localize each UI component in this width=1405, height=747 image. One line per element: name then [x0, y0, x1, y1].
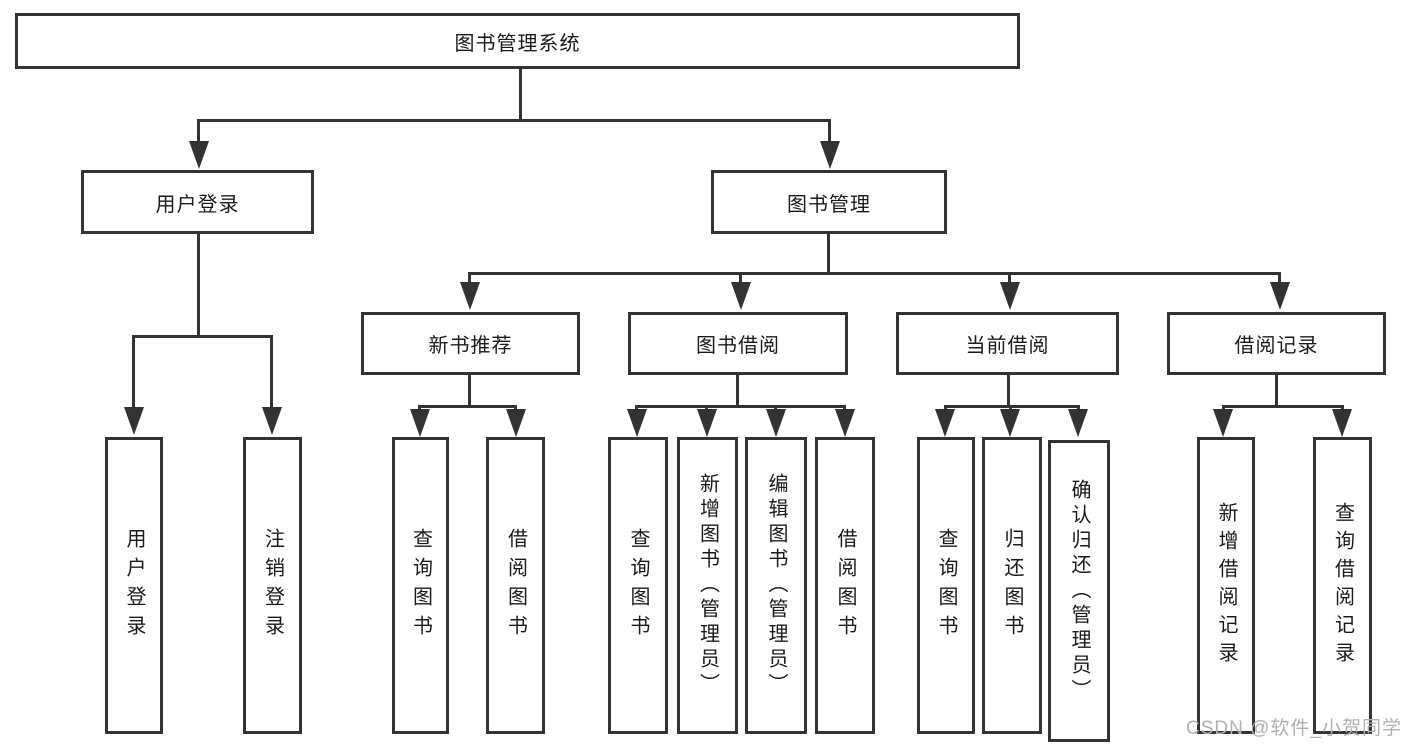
- node-book-borrow: 图书借阅: [628, 312, 848, 375]
- connector-line: [1222, 405, 1344, 408]
- node-label: 当前借阅: [965, 335, 1050, 357]
- connector-line: [1275, 375, 1278, 408]
- arrow-down-icon: [1332, 409, 1352, 437]
- node-current-return-books: 归还图书: [982, 437, 1042, 734]
- arrow-down-icon: [1000, 409, 1020, 437]
- node-borrow-records: 借阅记录: [1167, 312, 1386, 375]
- connector-line: [1278, 272, 1281, 285]
- node-label: 借阅记录: [1234, 335, 1319, 357]
- node-recommend-query-books: 查询图书: [392, 437, 449, 734]
- connector-line: [468, 272, 471, 285]
- node-records-add-record: 新增借阅记录: [1197, 437, 1255, 734]
- node-label: 新增图书（管理员）: [696, 473, 719, 698]
- node-label: 查询图书: [409, 527, 432, 644]
- arrow-down-icon: [410, 409, 430, 437]
- arrow-down-icon: [1270, 282, 1290, 310]
- node-label: 编辑图书（管理员）: [765, 473, 787, 698]
- node-borrow-borrow-books: 借阅图书: [815, 437, 875, 734]
- node-root-label: 图书管理系统: [454, 32, 581, 55]
- node-label: 查询借阅记录: [1331, 501, 1354, 670]
- connector-line: [1007, 375, 1010, 408]
- connector-line: [197, 119, 831, 122]
- connector-line: [468, 272, 1281, 275]
- arrow-down-icon: [835, 409, 855, 437]
- node-user-login: 用户登录: [81, 170, 314, 234]
- arrow-down-icon: [935, 409, 955, 437]
- arrow-down-icon: [820, 141, 840, 169]
- node-label: 借阅图书: [834, 527, 856, 644]
- node-records-query-record: 查询借阅记录: [1313, 437, 1372, 734]
- arrow-down-icon: [1000, 282, 1020, 310]
- arrow-down-icon: [506, 409, 526, 437]
- node-borrow-edit-books-admin: 编辑图书（管理员）: [745, 437, 807, 734]
- arrow-down-icon: [731, 282, 751, 310]
- node-label: 确认归还（管理员）: [1068, 478, 1090, 704]
- node-label: 注销登录: [261, 527, 284, 644]
- arrow-down-icon: [697, 409, 717, 437]
- node-logout-leaf: 注销登录: [243, 437, 302, 734]
- node-borrow-query-books: 查询图书: [608, 437, 668, 734]
- arrow-down-icon: [189, 141, 209, 169]
- node-label: 查询图书: [935, 527, 957, 644]
- node-book-management: 图书管理: [711, 170, 947, 234]
- connector-line: [828, 119, 831, 143]
- node-user-login-leaf: 用户登录: [105, 437, 163, 734]
- connector-line: [270, 335, 273, 409]
- connector-line: [132, 335, 135, 409]
- connector-line: [736, 375, 739, 408]
- node-label: 归还图书: [1001, 527, 1023, 644]
- node-label: 借阅图书: [504, 527, 527, 644]
- node-recommend-borrow-books: 借阅图书: [486, 437, 545, 734]
- arrow-down-icon: [262, 407, 282, 435]
- node-label: 图书借阅: [696, 335, 780, 357]
- connector-line: [1008, 272, 1011, 285]
- arrow-down-icon: [1213, 409, 1233, 437]
- node-label: 图书管理: [787, 193, 871, 216]
- arrow-down-icon: [1068, 409, 1088, 437]
- node-new-book-recommend: 新书推荐: [361, 312, 580, 375]
- connector-line: [418, 405, 517, 408]
- node-label: 用户登录: [155, 193, 240, 216]
- csdn-watermark: CSDN @软件_小贺同学: [1186, 718, 1402, 739]
- connector-line: [739, 272, 742, 285]
- arrow-down-icon: [460, 282, 480, 310]
- node-current-borrow: 当前借阅: [896, 312, 1119, 375]
- arrow-down-icon: [627, 409, 647, 437]
- arrow-down-icon: [124, 407, 144, 435]
- connector-line: [635, 405, 846, 408]
- connector-line: [944, 405, 1080, 408]
- node-current-confirm-return-admin: 确认归还（管理员）: [1048, 440, 1110, 742]
- node-root: 图书管理系统: [15, 13, 1020, 69]
- connector-line: [197, 234, 200, 338]
- node-label: 用户登录: [123, 527, 145, 644]
- connector-line: [132, 335, 273, 338]
- connector-line: [197, 119, 200, 143]
- node-current-query-books: 查询图书: [917, 437, 975, 734]
- connector-line: [468, 375, 471, 408]
- node-borrow-add-books-admin: 新增图书（管理员）: [677, 437, 738, 734]
- connector-line: [519, 69, 522, 119]
- arrow-down-icon: [766, 409, 786, 437]
- node-label: 查询图书: [627, 527, 649, 644]
- connector-line: [827, 234, 830, 275]
- node-label: 新书推荐: [428, 335, 513, 357]
- node-label: 新增借阅记录: [1215, 501, 1237, 670]
